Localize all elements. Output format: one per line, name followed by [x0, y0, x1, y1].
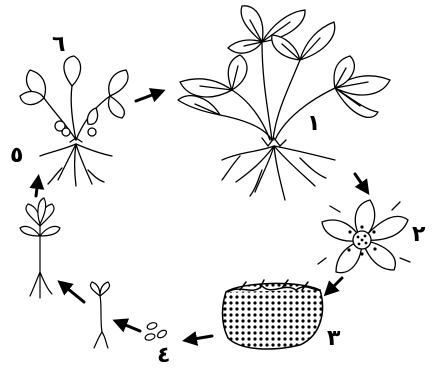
arrow-5a-to-5 [62, 284, 84, 302]
flower-icon [318, 200, 410, 273]
stage-number-6: ٦ [52, 34, 65, 56]
arrow-2-to-3 [328, 278, 342, 292]
stage-number-1: ١ [307, 113, 320, 135]
stage-number-2: ٢ [412, 224, 425, 246]
arrow-5-to-6 [36, 180, 38, 196]
arrow-1-to-2 [355, 174, 366, 190]
stage-number-4: ٤ [157, 345, 170, 367]
arrow-3-to-4 [188, 336, 212, 340]
seeds-icon [144, 321, 167, 341]
young-plant-icon [20, 56, 128, 186]
stage-number-3: ٣ [327, 328, 340, 350]
seedling-icon [20, 198, 60, 298]
sprout-icon [90, 282, 109, 348]
arrow-6-to-1 [136, 92, 160, 101]
mature-plant-icon [178, 6, 390, 200]
stage-number-5: ٥ [10, 145, 23, 167]
fruit-icon [223, 280, 323, 349]
arrow-4-to-5a [118, 322, 140, 331]
